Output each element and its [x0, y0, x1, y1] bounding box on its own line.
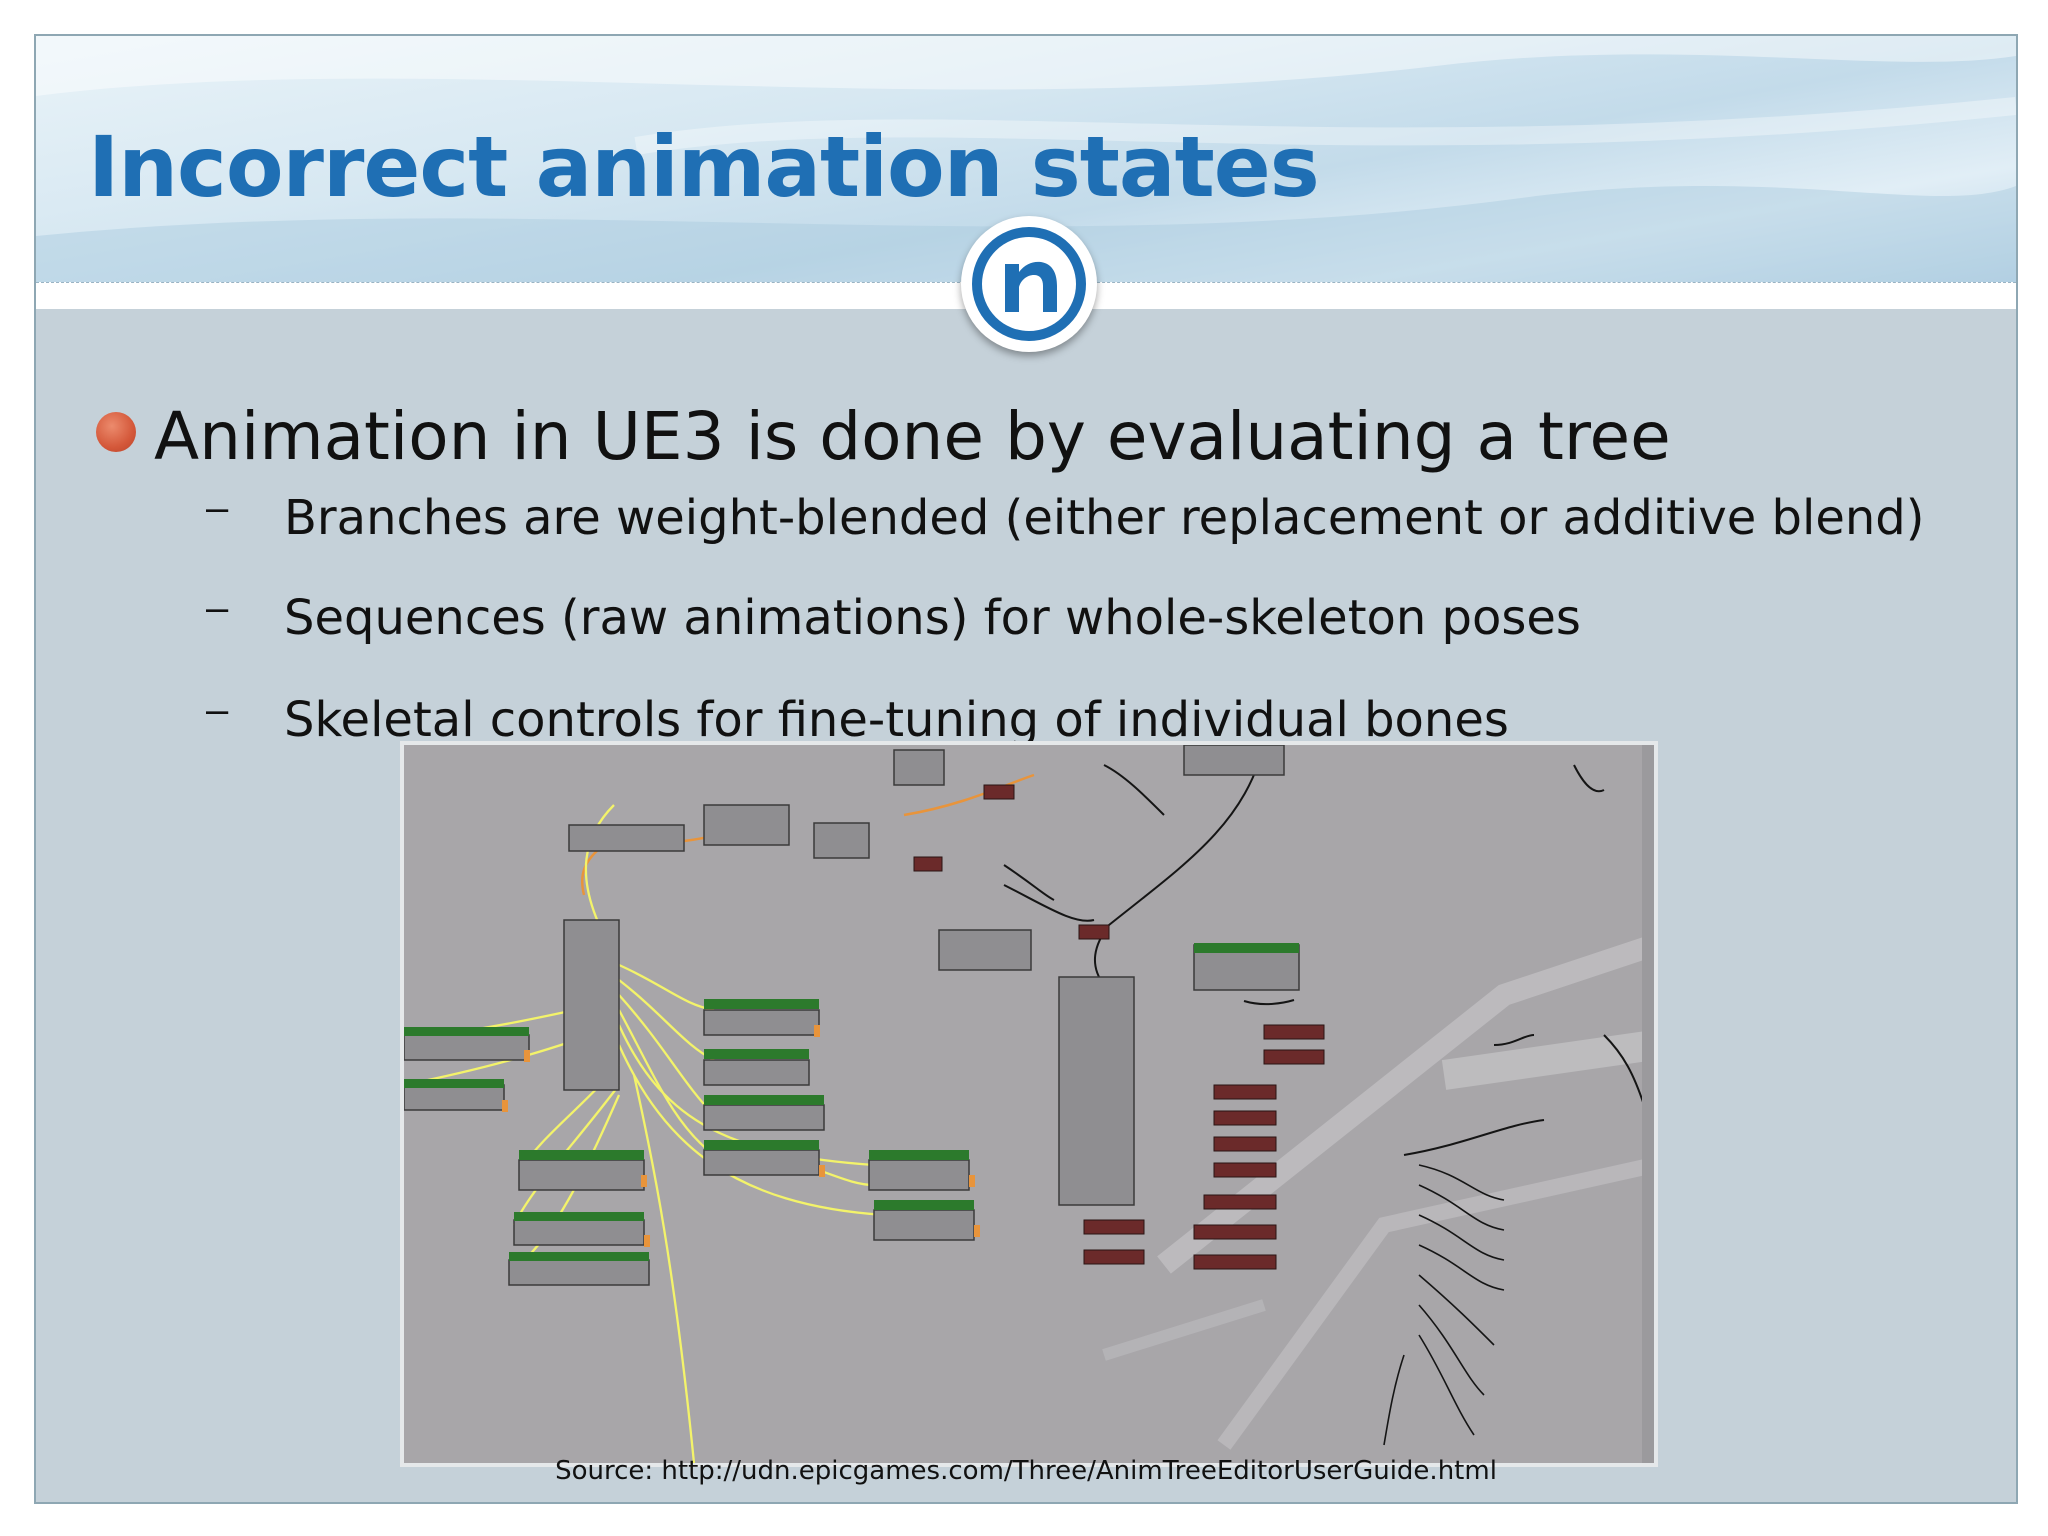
anim-tree-graph-image [404, 745, 1654, 1463]
sub-bullet-dash: – [206, 688, 229, 732]
slide-title: Incorrect animation states [88, 118, 1320, 216]
bullet-dot-icon [96, 412, 136, 452]
sub-bullet-dash: – [206, 586, 229, 630]
sub-bullet-3: Skeletal controls for fine-tuning of ind… [284, 692, 1509, 748]
sub-bullet-1: Branches are weight-blended (either repl… [284, 490, 1925, 546]
anim-tree-editor-screenshot [400, 741, 1658, 1467]
bullet-main-text: Animation in UE3 is done by evaluating a… [154, 398, 1671, 475]
logo [961, 216, 1097, 352]
sub-bullet-2: Sequences (raw animations) for whole-ske… [284, 590, 1581, 646]
n-circle-logo-icon [972, 227, 1086, 341]
source-caption: Source: http://udn.epicgames.com/Three/A… [555, 1456, 1497, 1486]
slide: Incorrect animation states Animation in … [34, 34, 2018, 1504]
sub-bullet-dash: – [206, 486, 229, 530]
